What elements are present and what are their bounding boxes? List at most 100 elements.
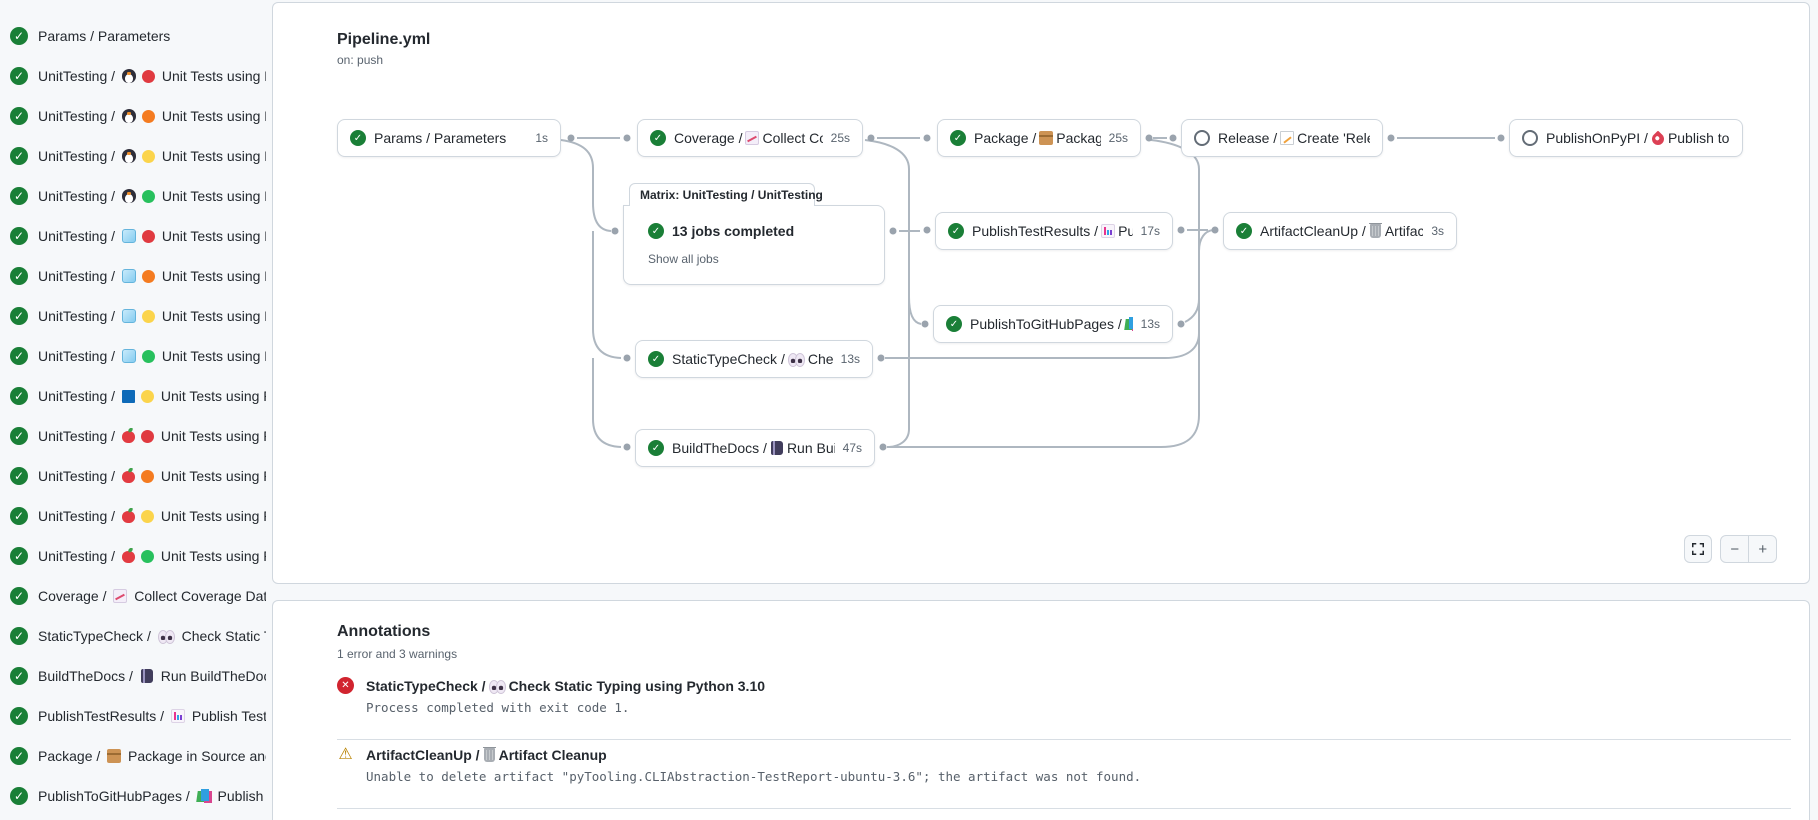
job-label: ArtifactCleanUp / Artifac... <box>1260 223 1424 239</box>
chart-up-icon <box>113 589 128 603</box>
chart-up-icon <box>745 131 760 145</box>
success-check-icon: ✓ <box>10 147 28 165</box>
fullscreen-button[interactable] <box>1684 535 1712 563</box>
success-check-icon: ✓ <box>650 130 666 146</box>
success-check-icon: ✓ <box>948 223 964 239</box>
graph-node-package[interactable]: ✓Package / Package in So...25s <box>937 119 1141 157</box>
matrix-status: ✓ 13 jobs completed <box>648 223 794 239</box>
job-duration: 25s <box>830 131 850 145</box>
job-label: BuildTheDocs / Run Buil... <box>672 440 835 456</box>
sidebar-job-item[interactable]: ✓UnitTesting / Unit Tests using Pyth... <box>0 336 272 376</box>
circle-yellow-icon <box>141 150 155 163</box>
sidebar-job-label: UnitTesting / Unit Tests using Pyth... <box>38 428 266 444</box>
fullscreen-icon <box>1692 543 1704 555</box>
success-check-icon: ✓ <box>10 547 28 565</box>
pipeline-graph-card: Pipeline.yml on: push <box>272 2 1810 584</box>
sidebar-job-label: Params / Parameters <box>38 28 171 44</box>
circle-green-icon <box>141 350 155 363</box>
books-icon <box>1125 317 1133 331</box>
graph-node-coverage[interactable]: ✓ Coverage / Collect Cove... 25s <box>637 119 863 157</box>
sidebar-job-item[interactable]: ✓Package / Package in Source and Wh... <box>0 736 272 776</box>
graph-node-btd[interactable]: ✓BuildTheDocs / Run Buil...47s <box>635 429 875 467</box>
sidebar-job-item[interactable]: ✓UnitTesting / Unit Tests using Pyth... <box>0 256 272 296</box>
apple-icon <box>121 471 135 483</box>
graph-node-pypi[interactable]: PublishOnPyPI / Publish to ... <box>1509 119 1743 157</box>
books-icon <box>197 789 211 803</box>
sidebar-job-item[interactable]: ✓UnitTesting / Unit Tests using Pyth... <box>0 176 272 216</box>
sidebar-job-label: UnitTesting / Unit Tests using Pyth... <box>38 188 266 204</box>
workflow-trigger: on: push <box>337 53 384 67</box>
graph-node-ptr[interactable]: ✓ PublishTestResults / Pu... 17s <box>935 212 1173 250</box>
circle-green-icon <box>140 550 154 563</box>
sidebar-job-item[interactable]: ✓Params / Parameters <box>0 16 272 56</box>
sidebar-job-label: PublishToGitHubPages / Publish to G... <box>38 788 266 804</box>
success-check-icon: ✓ <box>10 107 28 125</box>
graph-node-acu[interactable]: ✓ ArtifactCleanUp / Artifac... 3s <box>1223 212 1457 250</box>
job-label: StaticTypeCheck / Chec... <box>672 351 833 367</box>
sidebar-job-item[interactable]: ✓UnitTesting / Unit Tests using Pyth... <box>0 416 272 456</box>
ice-icon <box>121 309 136 323</box>
skipped-circle-icon <box>1194 130 1210 146</box>
sidebar-job-item[interactable]: ✓UnitTesting / Unit Tests using Pyth... <box>0 536 272 576</box>
success-check-icon: ✓ <box>1236 223 1252 239</box>
success-check-icon: ✓ <box>10 67 28 85</box>
sidebar-job-label: UnitTesting / Unit Tests using Pyth... <box>38 348 266 364</box>
eyes-icon <box>157 629 175 644</box>
sidebar-job-label: UnitTesting / Unit Tests using Pyth... <box>38 308 266 324</box>
penguin-icon <box>121 149 136 163</box>
success-icon: ✓ <box>648 223 664 239</box>
job-duration: 3s <box>1431 224 1444 238</box>
sidebar-job-item[interactable]: ✓PublishTestResults / Publish Test Resu.… <box>0 696 272 736</box>
sidebar-job-item[interactable]: ✓BuildTheDocs / Run BuildTheDocs <box>0 656 272 696</box>
sidebar-job-item[interactable]: ✓Coverage / Collect Coverage Data usi... <box>0 576 272 616</box>
annotation-title-row[interactable]: ✕StaticTypeCheck / Check Static Typing u… <box>337 677 1791 694</box>
sidebar-job-item[interactable]: ✓UnitTesting / Unit Tests using Pyth... <box>0 96 272 136</box>
zoom-button-group: − + <box>1720 535 1777 563</box>
sidebar-job-item[interactable]: ✓UnitTesting / Unit Tests using Pyth... <box>0 376 272 416</box>
sidebar-job-item[interactable]: ✓UnitTesting / Unit Tests using Pyth... <box>0 496 272 536</box>
trash-icon <box>482 746 496 762</box>
circle-red-icon <box>141 230 155 243</box>
annotation-title-row[interactable]: ⚠ArtifactCleanUp / Artifact Cleanup <box>337 746 1791 763</box>
sidebar-job-item[interactable]: ✓UnitTesting / Unit Tests using Pyth... <box>0 216 272 256</box>
annotation-item-error: ✕StaticTypeCheck / Check Static Typing u… <box>337 677 1791 715</box>
sidebar-job-item[interactable]: ✓UnitTesting / Unit Tests using Pyth... <box>0 296 272 336</box>
graph-zoom-controls: − + <box>1684 535 1777 563</box>
sidebar-job-label: PublishTestResults / Publish Test Resu..… <box>38 708 266 724</box>
success-check-icon: ✓ <box>10 627 28 645</box>
success-check-icon: ✓ <box>648 440 664 456</box>
matrix-tab[interactable]: Matrix: UnitTesting / UnitTesting <box>629 183 823 206</box>
circle-yellow-icon <box>140 510 154 523</box>
job-label: Params / Parameters <box>374 130 507 146</box>
ice-icon <box>121 349 136 363</box>
job-label: Release / Create 'Release P... <box>1218 130 1370 146</box>
trash-icon <box>1368 223 1382 238</box>
graph-node-release[interactable]: Release / Create 'Release P... <box>1181 119 1383 157</box>
warning-icon: ⚠ <box>338 746 353 763</box>
rocket-icon <box>1649 130 1667 146</box>
show-all-jobs-link[interactable]: Show all jobs <box>648 252 719 266</box>
job-label: Package / Package in So... <box>974 130 1101 146</box>
job-duration: 1s <box>535 131 548 145</box>
job-label: Coverage / Collect Cove... <box>674 130 823 146</box>
circle-red-icon <box>141 70 155 83</box>
circle-yellow-icon <box>140 390 154 403</box>
matrix-card[interactable]: ✓ 13 jobs completed Show all jobs <box>623 205 885 285</box>
sidebar-job-item[interactable]: ✓UnitTesting / Unit Tests using Pyth... <box>0 56 272 96</box>
graph-node-stc[interactable]: ✓StaticTypeCheck / Chec...13s <box>635 340 873 378</box>
sidebar-job-item[interactable]: ✓UnitTesting / Unit Tests using Pyth... <box>0 456 272 496</box>
job-label: PublishTestResults / Pu... <box>972 223 1133 239</box>
zoom-out-button[interactable]: − <box>1730 540 1740 558</box>
sidebar-job-item[interactable]: ✓PublishToGitHubPages / Publish to G... <box>0 776 272 815</box>
sidebar-job-item[interactable]: ✓UnitTesting / Unit Tests using Pyth... <box>0 136 272 176</box>
annotation-message: Unable to delete artifact "pyTooling.CLI… <box>366 769 1142 784</box>
graph-node-ptghp[interactable]: ✓PublishToGitHubPages / ...13s <box>933 305 1173 343</box>
zoom-in-button[interactable]: + <box>1748 536 1776 562</box>
sidebar-job-label: UnitTesting / Unit Tests using Pyth... <box>38 228 266 244</box>
circle-yellow-icon <box>141 310 155 323</box>
job-duration: 17s <box>1140 224 1160 238</box>
sidebar-job-item[interactable]: ✓StaticTypeCheck / Check Static Typing..… <box>0 616 272 656</box>
apple-icon <box>121 511 135 523</box>
